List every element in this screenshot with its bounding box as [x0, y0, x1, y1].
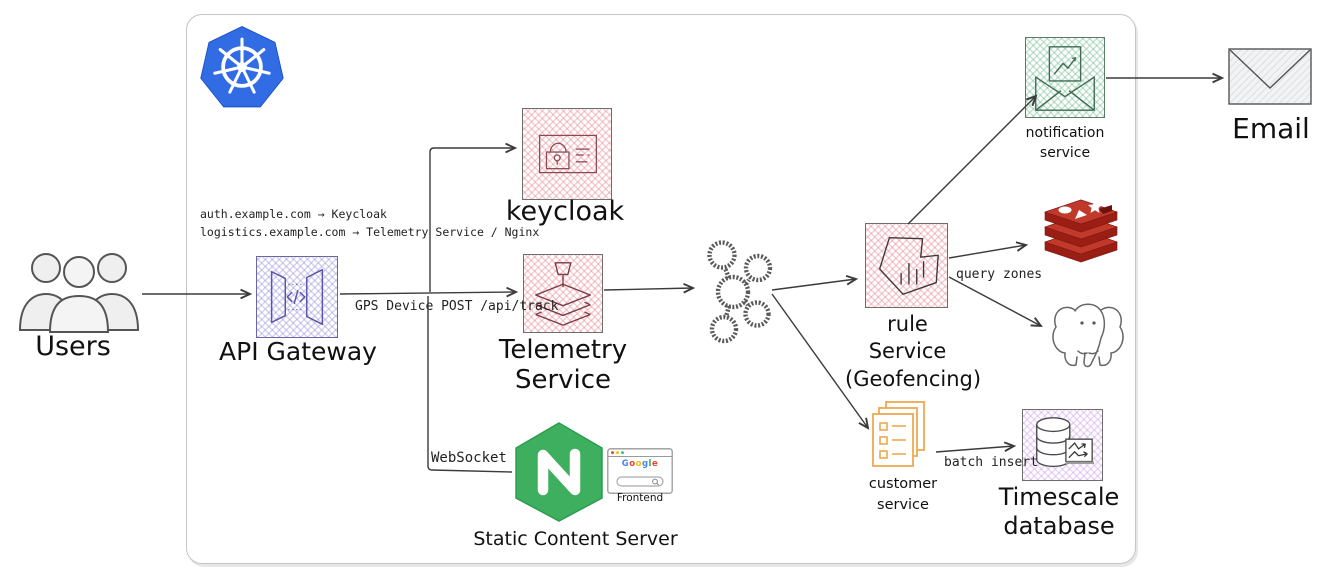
users-label: Users	[35, 331, 111, 362]
api-gateway-icon	[270, 268, 324, 326]
keycloak-node	[522, 108, 612, 200]
postgresql-icon	[1048, 295, 1128, 373]
users-icon	[14, 250, 144, 335]
notification-label: notification service	[1025, 125, 1105, 162]
layers-pin-icon	[535, 262, 591, 326]
routing-note: auth.example.com → Keycloak logistics.ex…	[200, 207, 540, 240]
edge-label-batch-insert: batch insert	[944, 455, 1038, 470]
lock-credentials-icon	[538, 134, 597, 174]
edge-label-query-zones: query zones	[956, 267, 1043, 282]
timescale-label: Timescale database	[998, 483, 1120, 540]
browser-icon	[607, 448, 673, 494]
browser-logo-text: Google	[621, 459, 659, 469]
email-envelope-icon	[1228, 48, 1312, 105]
database-timeseries-icon	[1036, 417, 1095, 468]
geofence-polygon-icon	[878, 237, 939, 295]
redis-icon	[1035, 198, 1127, 268]
edge-label-gps: GPS Device POST /api/track	[355, 299, 559, 314]
customer-service-label: customer service	[868, 476, 938, 514]
static-content-server-label: Static Content Server	[473, 528, 678, 550]
keycloak-label: keycloak	[505, 196, 625, 227]
timescale-node	[1022, 409, 1103, 481]
rule-service-node	[865, 223, 948, 308]
email-label: Email	[1232, 112, 1310, 145]
kubernetes-icon	[196, 22, 288, 112]
envelope-chart-icon	[1035, 46, 1095, 111]
frontend-label: Frontend	[616, 492, 664, 504]
telemetry-node	[523, 254, 603, 333]
api-gateway-node	[256, 256, 338, 338]
rule-service-label: rule Service (Geofencing)	[845, 312, 982, 391]
api-gateway-label: API Gateway	[219, 337, 377, 366]
telemetry-label: Telemetry Service	[498, 335, 628, 395]
notification-node	[1025, 37, 1105, 118]
kafka-icon	[695, 238, 780, 344]
edge-label-websocket: WebSocket	[431, 450, 507, 466]
documents-checklist-icon	[872, 401, 928, 469]
nginx-icon	[512, 420, 606, 524]
